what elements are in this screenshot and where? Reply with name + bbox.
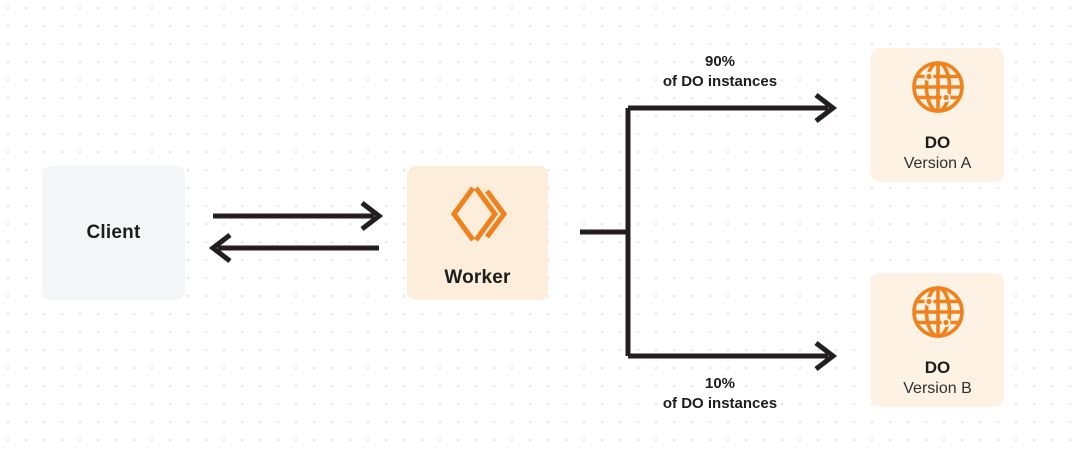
globe-icon [910, 59, 966, 120]
node-do-version-b[interactable]: DO Version B [871, 273, 1004, 407]
node-do-a-subtitle: Version A [903, 155, 972, 173]
arrow-worker-to-do-b-head [814, 341, 838, 371]
node-worker[interactable]: Worker [407, 166, 548, 300]
cloudflare-workers-icon [446, 182, 510, 251]
node-do-a-title: DO [924, 132, 951, 152]
edge-label-top-percent: 90% [704, 53, 736, 70]
node-worker-label: Worker [444, 266, 511, 288]
node-do-b-subtitle: Version B [903, 380, 972, 398]
edge-label-bottom: 10% of DO instances [630, 374, 810, 415]
arrow-worker-to-client-head [208, 233, 232, 263]
node-client[interactable]: Client [42, 166, 185, 300]
node-do-b-title: DO [924, 357, 951, 377]
edge-label-bottom-percent: 10% [704, 375, 736, 392]
edge-label-top-description: of DO instances [662, 73, 778, 91]
node-client-label: Client [86, 222, 141, 243]
node-do-version-a[interactable]: DO Version A [871, 48, 1004, 182]
edge-label-top: 90% of DO instances [630, 52, 810, 93]
arrow-worker-to-do-a-head [814, 93, 838, 123]
arrow-client-to-worker-head [360, 201, 384, 231]
edge-label-bottom-description: of DO instances [662, 395, 778, 413]
globe-icon [910, 284, 966, 345]
